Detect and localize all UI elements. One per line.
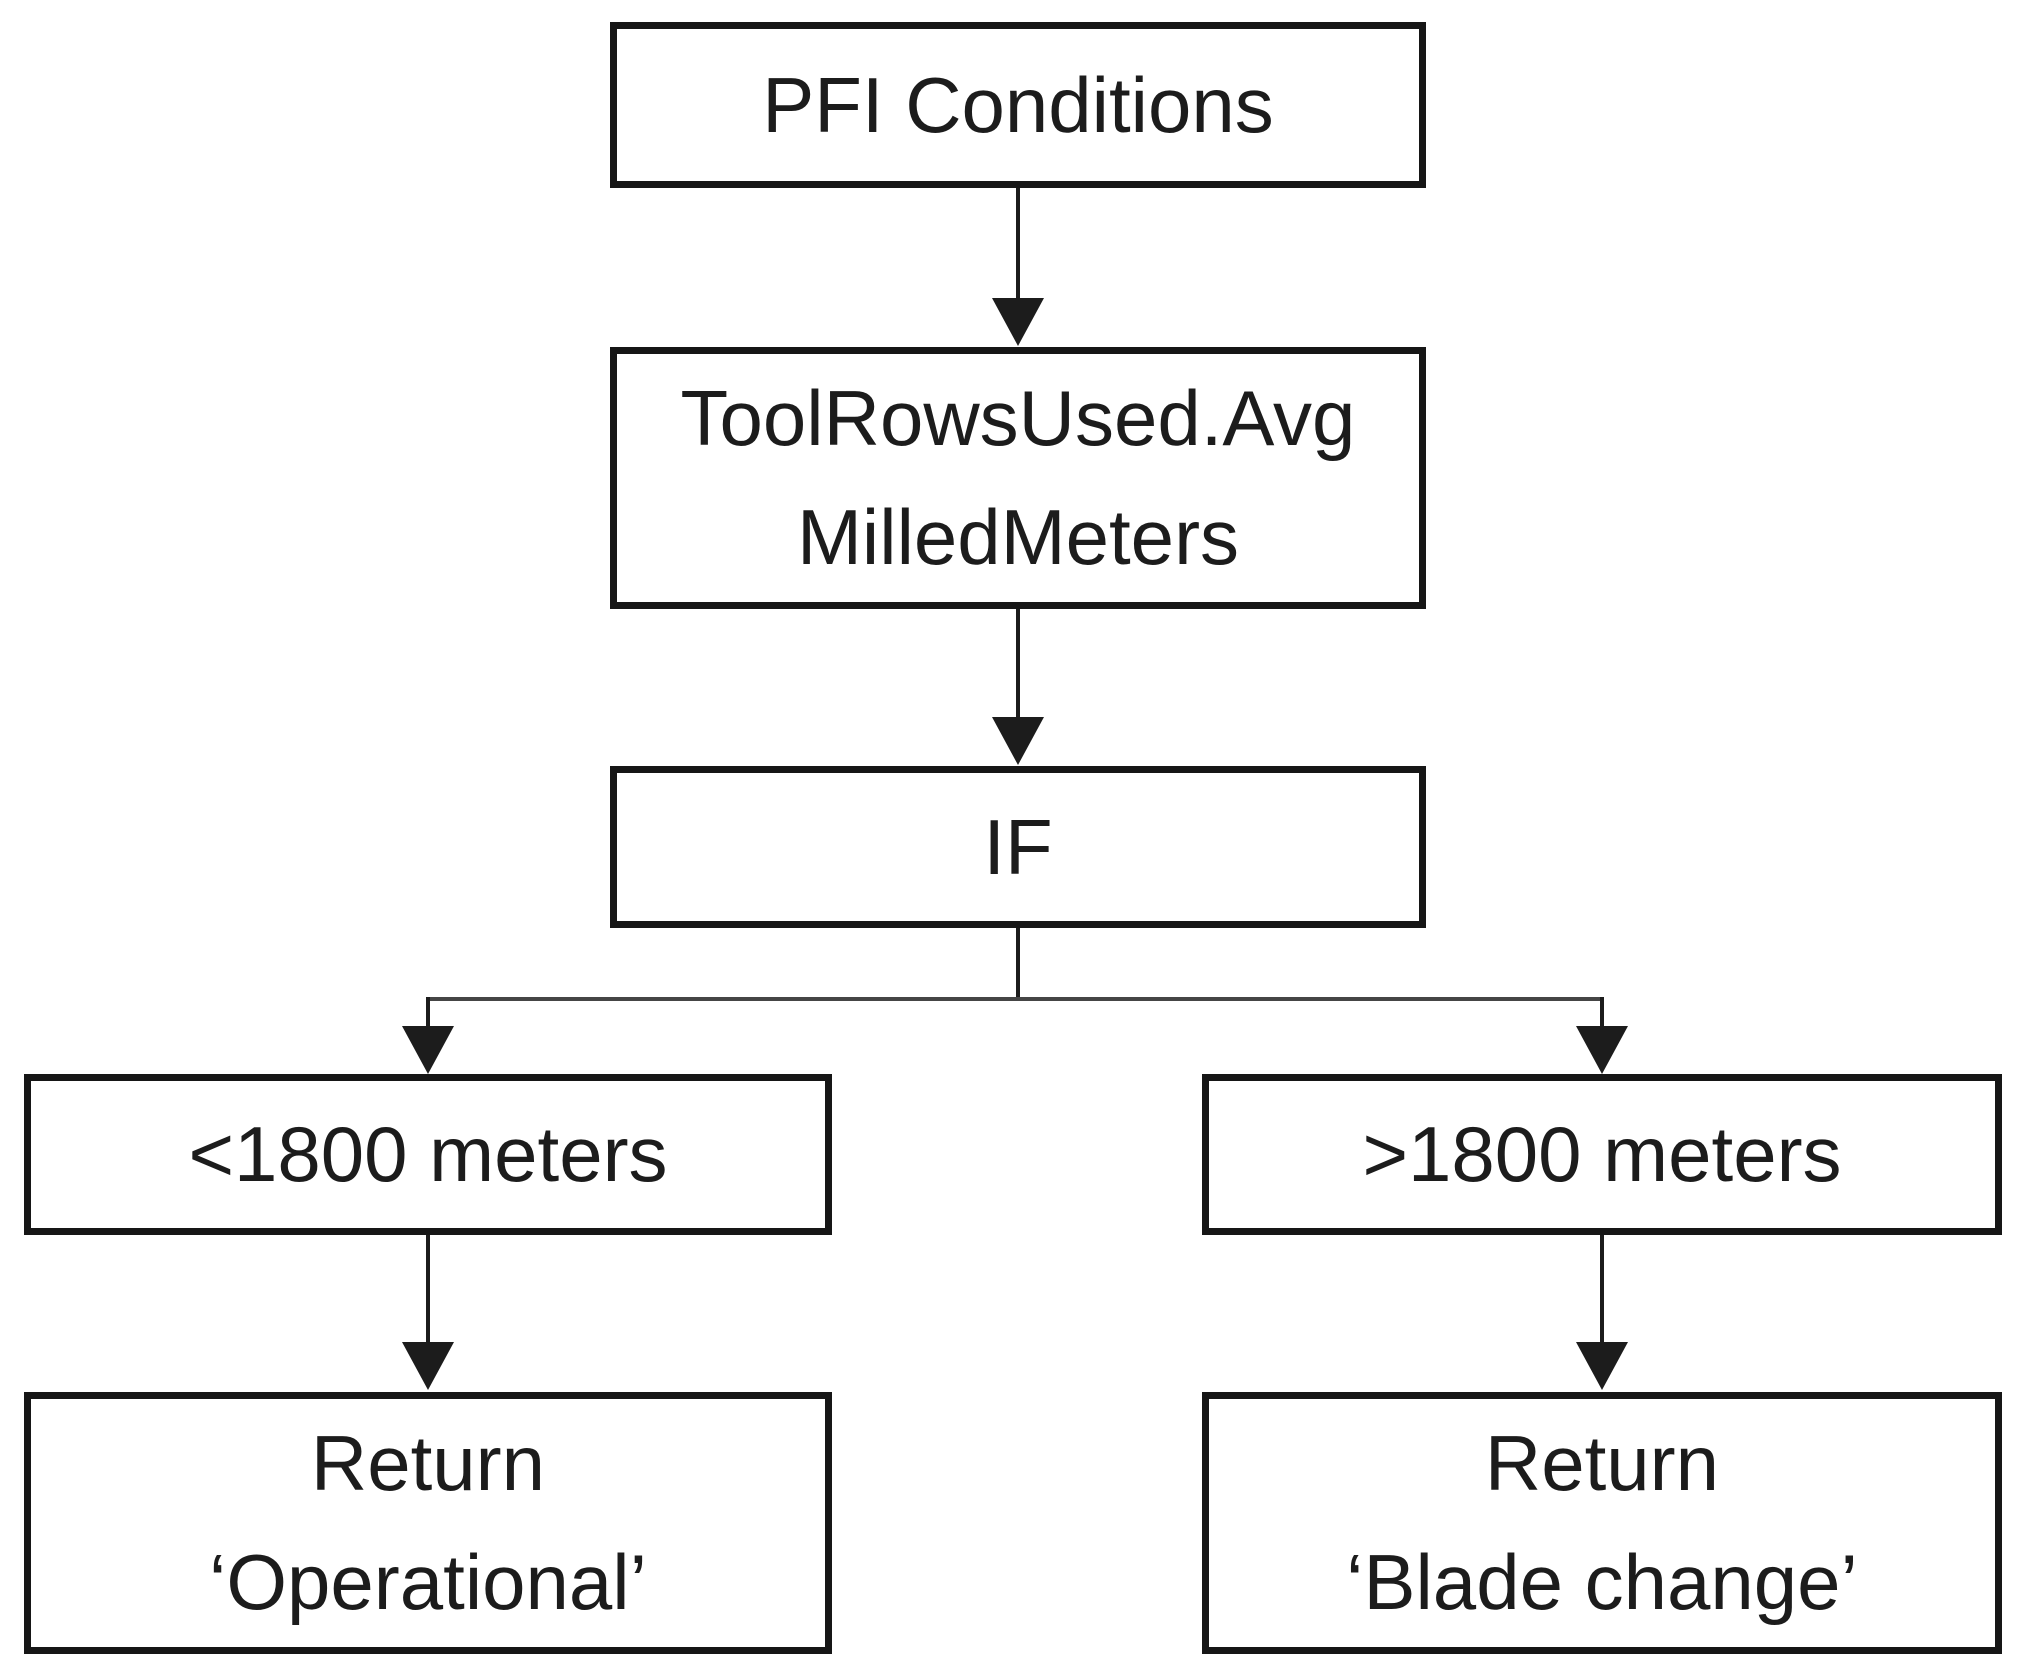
arrowhead-if-to-branch-left: [402, 1026, 454, 1074]
node-if-condition: IF: [610, 766, 1426, 928]
arrow-line-if-to-branch-left: [426, 997, 430, 1028]
node-pfi-conditions: PFI Conditions: [610, 22, 1426, 188]
arrowhead-branch-left-to-result: [402, 1342, 454, 1390]
arrow-line-branch-right-to-result: [1600, 1235, 1604, 1342]
connector-branch-horizontal: [426, 997, 1604, 1001]
arrowhead-branch-right-to-result: [1576, 1342, 1628, 1390]
arrow-line-branch-left-to-result: [426, 1235, 430, 1342]
node-branch-greater-than-1800-meters: >1800 meters: [1202, 1074, 2002, 1235]
node-toolrowsused-avg-milledmeters: ToolRowsUsed.Avg MilledMeters: [610, 347, 1426, 609]
arrowhead-metric-to-if: [992, 717, 1044, 765]
node-branch-less-than-1800-meters: <1800 meters: [24, 1074, 832, 1235]
arrowhead-root-to-metric: [992, 298, 1044, 346]
connector-if-stem: [1016, 928, 1020, 999]
node-return-blade-change: Return ‘Blade change’: [1202, 1392, 2002, 1654]
node-return-operational: Return ‘Operational’: [24, 1392, 832, 1654]
arrow-line-if-to-branch-right: [1600, 997, 1604, 1028]
arrow-line-root-to-metric: [1016, 188, 1020, 298]
arrow-line-metric-to-if: [1016, 609, 1020, 717]
arrowhead-if-to-branch-right: [1576, 1026, 1628, 1074]
